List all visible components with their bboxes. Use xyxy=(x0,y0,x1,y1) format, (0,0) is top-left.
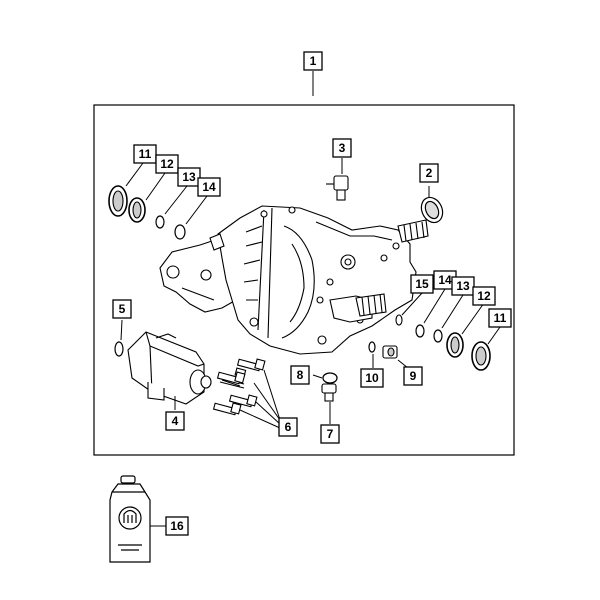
callout-11-left: 11 xyxy=(133,144,157,164)
svg-text:11: 11 xyxy=(139,147,152,161)
sensor-part-3 xyxy=(326,175,349,201)
o-ring-part-5 xyxy=(114,341,124,357)
callout-2: 2 xyxy=(419,163,439,183)
callout-13-left: 13 xyxy=(177,167,201,187)
svg-text:7: 7 xyxy=(327,427,334,441)
svg-text:13: 13 xyxy=(182,170,196,184)
bolts-part-6 xyxy=(212,358,266,416)
svg-text:12: 12 xyxy=(477,289,491,303)
svg-text:3: 3 xyxy=(339,141,346,155)
seal-part-2 xyxy=(420,196,444,224)
o-ring-part-10 xyxy=(368,341,376,353)
svg-text:1: 1 xyxy=(310,54,317,68)
svg-text:16: 16 xyxy=(170,519,184,533)
callout-12-left: 12 xyxy=(155,154,179,174)
svg-text:8: 8 xyxy=(297,368,304,382)
callout-3: 3 xyxy=(332,138,352,158)
washer-part-8 xyxy=(322,372,338,384)
callout-16: 16 xyxy=(165,516,189,536)
svg-text:2: 2 xyxy=(426,166,433,180)
svg-text:5: 5 xyxy=(119,302,126,316)
svg-text:14: 14 xyxy=(202,180,216,194)
plug-part-7 xyxy=(321,383,337,402)
svg-text:11: 11 xyxy=(494,311,507,325)
assembly-frame xyxy=(93,104,515,456)
leader-lines xyxy=(120,71,501,527)
svg-text:13: 13 xyxy=(456,279,470,293)
svg-text:9: 9 xyxy=(410,369,417,383)
svg-text:4: 4 xyxy=(172,414,179,428)
svg-text:12: 12 xyxy=(160,157,174,171)
fluid-bottle-part-16 xyxy=(109,475,151,563)
actuator-part-4 xyxy=(127,331,212,405)
callout-12-right: 12 xyxy=(472,286,496,306)
callout-13-right: 13 xyxy=(451,276,475,296)
callout-15: 15 xyxy=(410,274,434,294)
callout-10: 10 xyxy=(360,368,384,388)
svg-text:6: 6 xyxy=(285,420,292,434)
callout-5: 5 xyxy=(112,299,132,319)
callout-9: 9 xyxy=(403,366,423,386)
seal-stack-left xyxy=(108,185,186,240)
callout-6: 6 xyxy=(278,417,298,437)
callout-11-right: 11 xyxy=(488,308,512,328)
callout-14-left: 14 xyxy=(197,177,221,197)
svg-text:15: 15 xyxy=(415,277,429,291)
callout-4: 4 xyxy=(165,411,185,431)
differential-housing xyxy=(159,205,429,355)
svg-text:10: 10 xyxy=(365,371,379,385)
svg-text:14: 14 xyxy=(438,273,452,287)
callout-1: 1 xyxy=(303,51,323,71)
callout-7: 7 xyxy=(320,424,340,444)
seal-stack-right xyxy=(395,314,491,371)
plug-part-9 xyxy=(382,345,398,359)
callout-8: 8 xyxy=(290,365,310,385)
